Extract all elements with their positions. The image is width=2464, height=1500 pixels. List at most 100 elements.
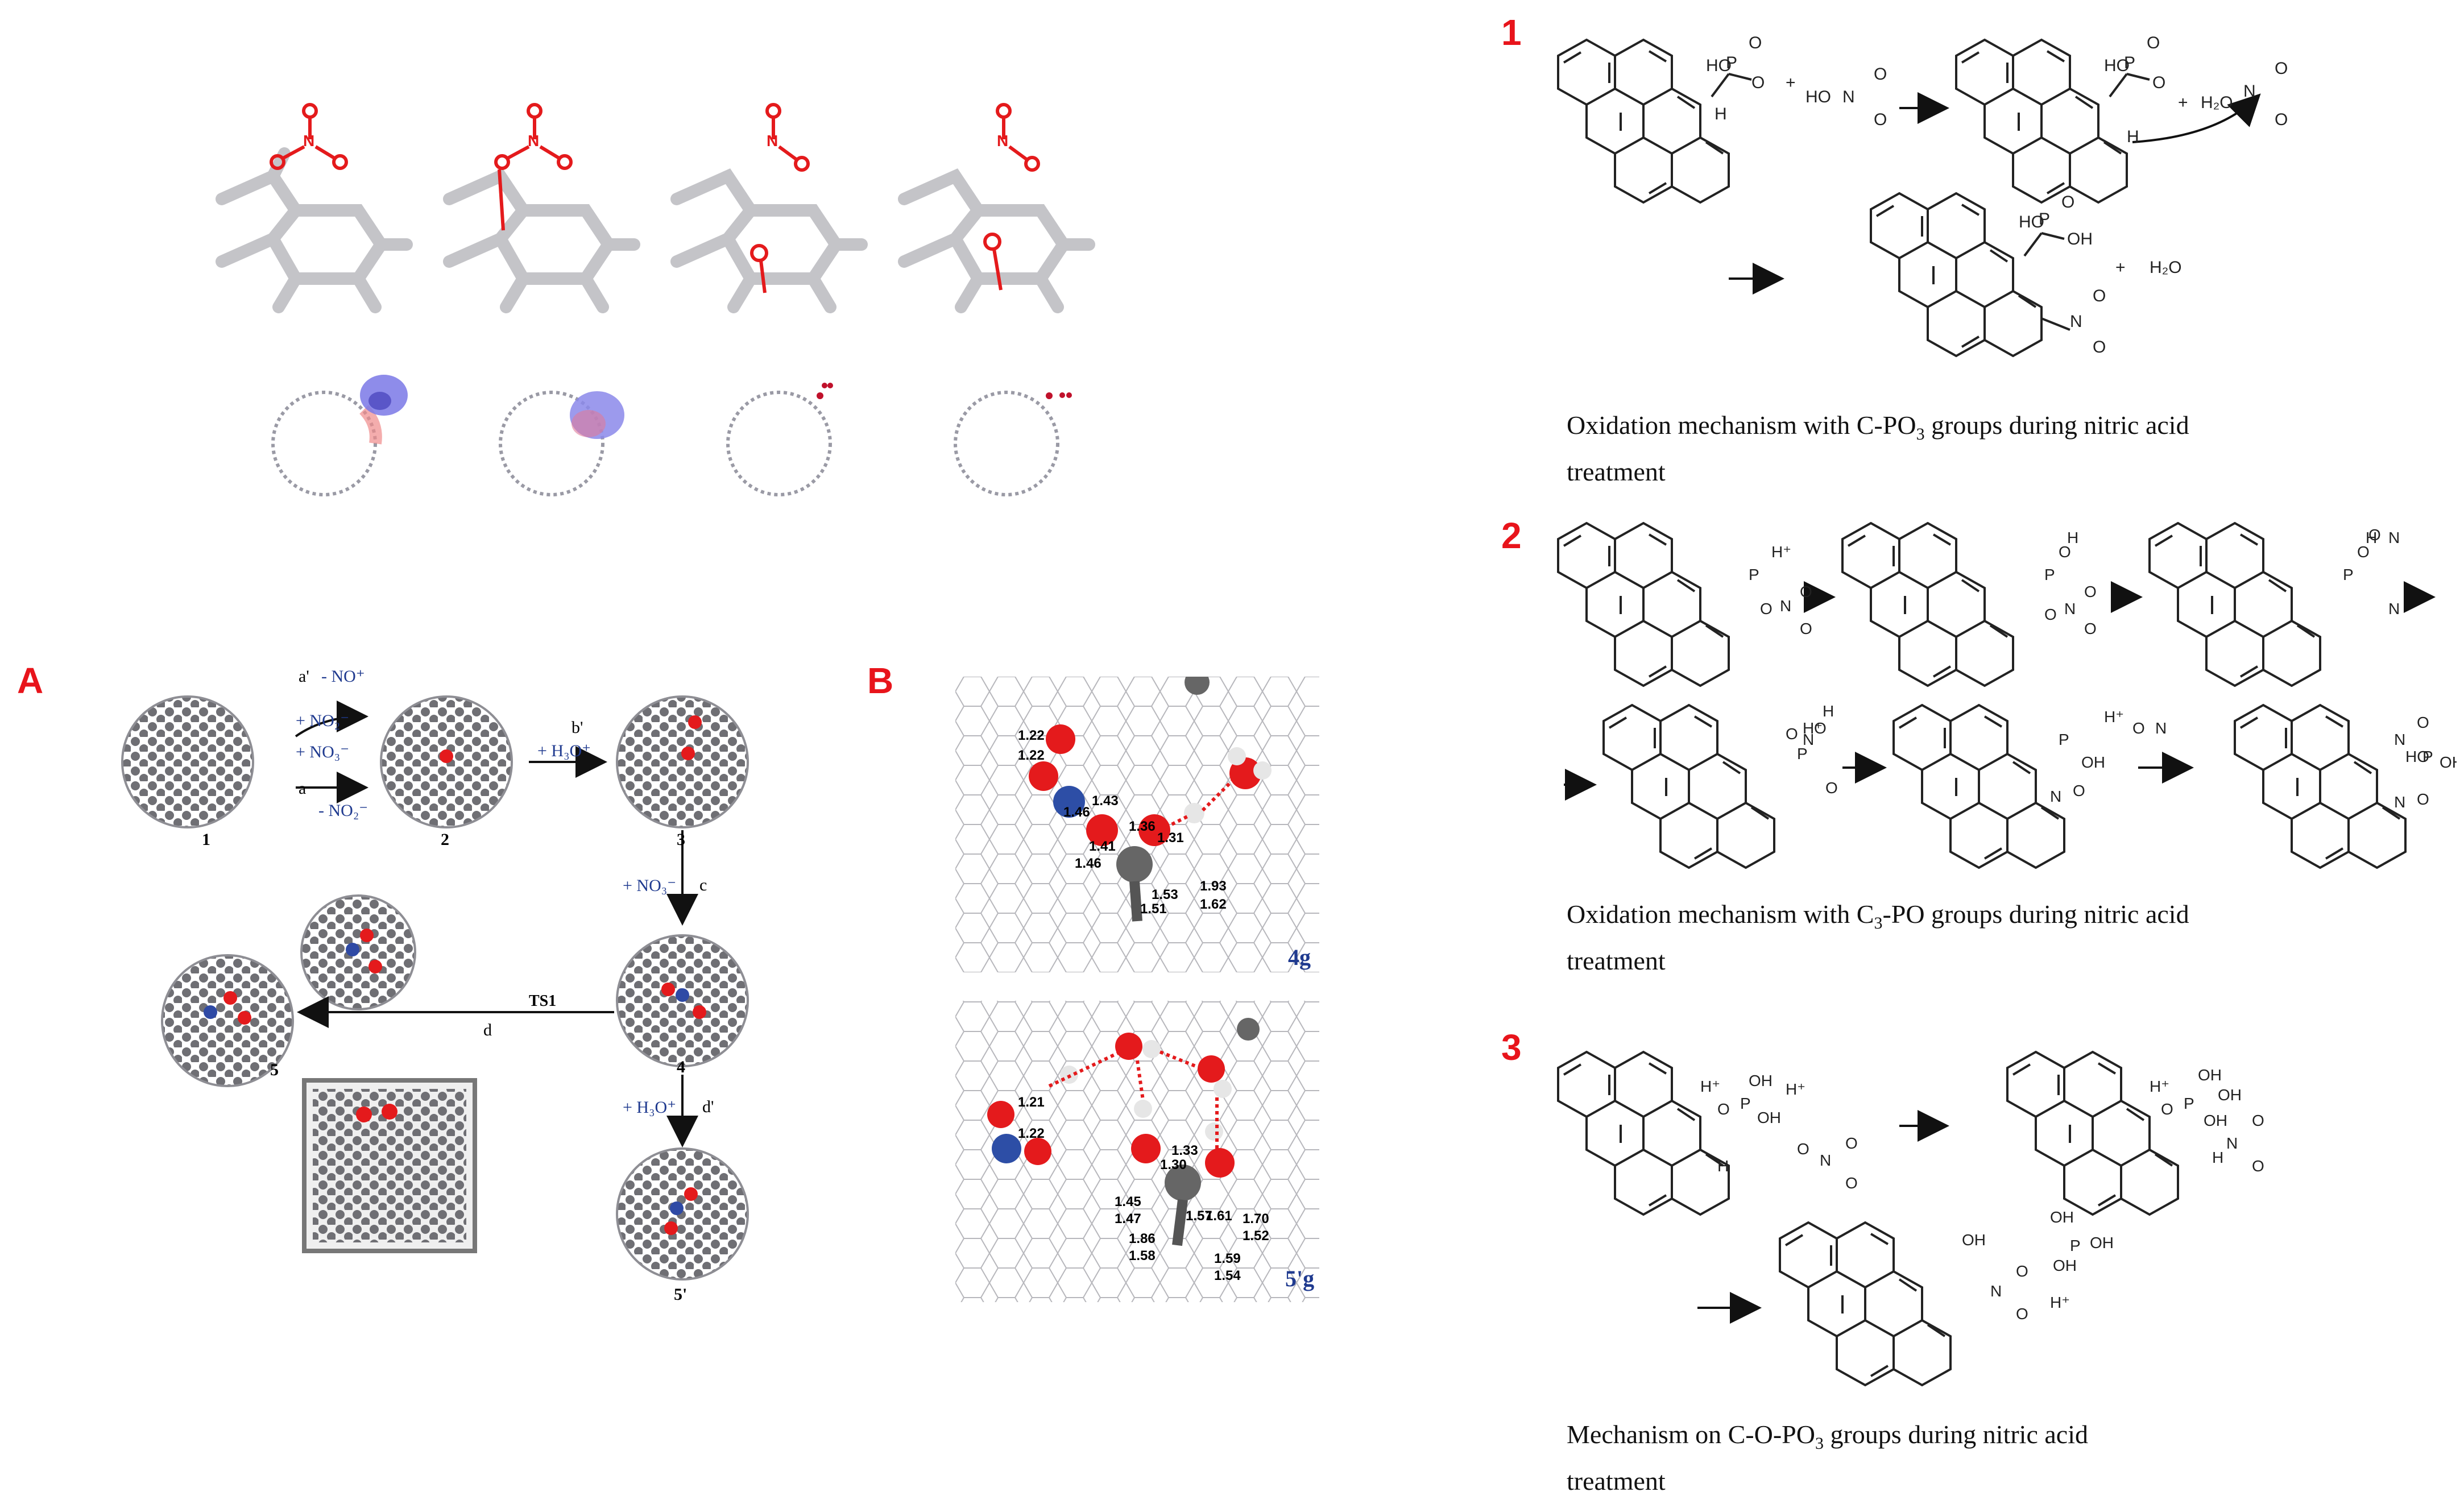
svg-text:P: P xyxy=(1726,53,1737,72)
svg-text:N: N xyxy=(1780,597,1791,615)
model-tag-5g: 5'g xyxy=(1285,1266,1315,1291)
svg-text:N: N xyxy=(2155,719,2167,737)
dist-label: 1.59 xyxy=(1214,1251,1241,1266)
compound-5-label: 5 xyxy=(270,1060,279,1079)
svg-text:O: O xyxy=(1786,725,1798,743)
svg-text:H: H xyxy=(1715,105,1727,123)
svg-text:N: N xyxy=(2226,1134,2238,1152)
dist-label: 1.43 xyxy=(1092,793,1119,809)
svg-text:O: O xyxy=(2252,1112,2264,1129)
label-ts1: TS1 xyxy=(529,992,557,1010)
dist-label: 1.31 xyxy=(1157,830,1184,846)
dist-label: 1.93 xyxy=(1200,879,1227,894)
svg-text:OH: OH xyxy=(2053,1257,2077,1274)
svg-text:OH: OH xyxy=(1962,1231,1986,1249)
svg-text:HO: HO xyxy=(1706,56,1732,75)
svg-text:OH: OH xyxy=(2204,1112,2227,1129)
dist-label: 1.45 xyxy=(1115,1194,1141,1209)
step-c: c xyxy=(699,876,707,894)
svg-text:P: P xyxy=(2039,210,2050,229)
svg-text:N: N xyxy=(1842,88,1855,106)
svg-text:P: P xyxy=(2422,748,2433,765)
svg-text:O: O xyxy=(2417,790,2429,808)
svg-text:O: O xyxy=(1800,583,1812,600)
dist-label: 1.22 xyxy=(1018,748,1045,763)
svg-text:O: O xyxy=(1845,1134,1858,1152)
dist-label: 1.41 xyxy=(1089,839,1116,854)
label-minus-no2: - NO₂⁻ xyxy=(318,801,368,820)
panel-label-1: 1 xyxy=(1501,12,1522,53)
svg-text:N: N xyxy=(997,132,1008,150)
label-minus-no-plus: - NO⁺ xyxy=(321,667,365,686)
svg-text:O: O xyxy=(2152,73,2165,92)
svg-text:O: O xyxy=(1800,620,1812,637)
svg-text:O: O xyxy=(2044,606,2057,623)
dist-label: 1.30 xyxy=(1160,1157,1187,1172)
svg-text:N: N xyxy=(2064,600,2076,618)
svg-text:H⁺: H⁺ xyxy=(1771,543,1791,561)
svg-text:N: N xyxy=(2243,82,2256,101)
svg-text:N: N xyxy=(2394,731,2405,748)
dist-label: 1.52 xyxy=(1243,1228,1269,1244)
svg-text:O: O xyxy=(2357,543,2370,561)
svg-text:H₂O: H₂O xyxy=(2201,93,2233,112)
svg-text:HO: HO xyxy=(2019,213,2044,231)
label-plus-no2: + NO₂⁻ xyxy=(296,711,350,730)
svg-text:O: O xyxy=(2084,620,2097,637)
svg-text:N: N xyxy=(767,132,778,150)
svg-text:O: O xyxy=(1749,34,1762,52)
svg-text:P: P xyxy=(1797,745,1808,763)
svg-text:O: O xyxy=(1874,110,1887,129)
svg-text:H⁺: H⁺ xyxy=(2150,1078,2169,1095)
svg-text:HO: HO xyxy=(1805,88,1831,106)
dist-label: 1.36 xyxy=(1129,819,1156,834)
dist-label: 1.53 xyxy=(1152,887,1178,902)
compound-3-label: 3 xyxy=(677,830,685,849)
svg-text:O: O xyxy=(1825,779,1838,797)
svg-text:+: + xyxy=(2178,93,2188,112)
dist-label: 1.22 xyxy=(1018,1126,1045,1141)
dist-label: 1.21 xyxy=(1018,1095,1045,1110)
svg-text:O: O xyxy=(1874,65,1887,84)
svg-text:HO: HO xyxy=(2104,56,2130,75)
svg-text:H⁺: H⁺ xyxy=(2104,708,2124,726)
svg-text:O: O xyxy=(1760,600,1773,618)
svg-text:H⁺: H⁺ xyxy=(2050,1294,2070,1311)
svg-text:O: O xyxy=(1845,1174,1858,1192)
svg-text:O: O xyxy=(2016,1305,2028,1323)
svg-text:O: O xyxy=(2084,583,2097,600)
svg-text:P: P xyxy=(1749,566,1759,583)
compound-5p-label: 5' xyxy=(674,1285,688,1304)
svg-text:P: P xyxy=(1740,1095,1751,1112)
svg-text:O: O xyxy=(2161,1100,2173,1118)
dist-label: 1.70 xyxy=(1243,1211,1269,1226)
svg-text:O: O xyxy=(2417,714,2429,731)
svg-text:O: O xyxy=(1717,1100,1730,1118)
svg-text:N: N xyxy=(2388,529,2400,546)
label-plus-h3o-d: + H₃O⁺ xyxy=(623,1098,677,1117)
svg-text:P: P xyxy=(2044,566,2055,583)
svg-text:O: O xyxy=(2073,782,2085,799)
svg-text:N: N xyxy=(2050,788,2061,805)
svg-text:H: H xyxy=(2067,529,2078,546)
svg-text:H⁺: H⁺ xyxy=(1700,1078,1720,1095)
svg-text:+: + xyxy=(1786,73,1796,92)
dist-label: 1.46 xyxy=(1075,856,1101,871)
svg-text:P: P xyxy=(2184,1095,2194,1112)
dist-label: 1.86 xyxy=(1129,1231,1156,1246)
dist-label: 1.58 xyxy=(1129,1248,1156,1263)
compound-2-label: 2 xyxy=(441,830,449,849)
svg-text:OH: OH xyxy=(2090,1234,2114,1252)
step-a: a xyxy=(299,779,307,798)
svg-text:P: P xyxy=(2343,566,2354,583)
label-plus-no3-c: + NO₃⁻ xyxy=(623,876,677,895)
caption-scheme-1: Oxidation mechanism with C-PO3 groups du… xyxy=(1567,411,2189,487)
svg-text:H: H xyxy=(2127,127,2139,146)
dist-label: 1.57 xyxy=(1186,1208,1212,1224)
compound-4-label: 4 xyxy=(677,1058,685,1076)
dist-label: 1.47 xyxy=(1115,1211,1141,1226)
svg-text:+: + xyxy=(2115,258,2126,277)
svg-text:O: O xyxy=(2061,193,2074,212)
